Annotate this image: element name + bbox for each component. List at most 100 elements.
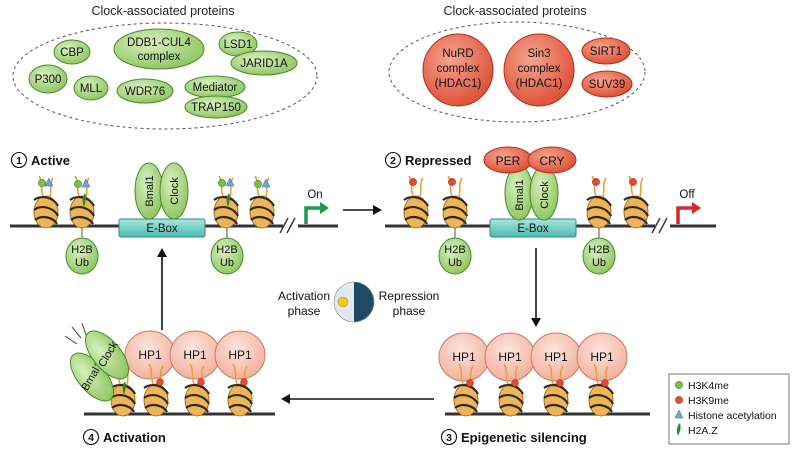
protein-nurd: NuRD complex (HDAC1) <box>422 33 494 107</box>
hp1-silencing-1: HP1 <box>438 332 490 382</box>
legend: H3K4me H3K9me Histone acetylation H2A.Z <box>668 373 790 445</box>
svg-text:Repression: Repression <box>379 289 440 303</box>
protein-ddb1-cul4: DDB1-CUL4 complex <box>113 28 205 70</box>
per-protein: PER <box>483 146 533 174</box>
svg-text:Bmal1: Bmal1 <box>514 179 526 210</box>
marks-active <box>38 177 271 207</box>
svg-text:TRAP150: TRAP150 <box>191 102 241 114</box>
hp1-activation-3: HP1 <box>214 330 266 380</box>
hp1-row-silencing: HP1 HP1 HP1 HP1 <box>438 332 628 382</box>
svg-text:Clock: Clock <box>169 177 181 205</box>
svg-text:HP1: HP1 <box>138 348 162 362</box>
protein-mll: MLL <box>73 75 109 101</box>
svg-text:HP1: HP1 <box>544 350 568 364</box>
h2b-ub-active-left: H2B Ub <box>65 228 99 275</box>
phase-indicator <box>333 281 375 323</box>
arrow-silencing-to-activation <box>281 394 434 404</box>
nucleosomes-activation <box>109 362 254 418</box>
svg-text:SUV39: SUV39 <box>589 79 625 91</box>
activation-phase-label: Activation phase <box>278 289 330 318</box>
svg-text:H2B: H2B <box>444 244 465 256</box>
svg-text:MLL: MLL <box>80 83 103 95</box>
svg-text:3: 3 <box>446 432 452 444</box>
svg-text:WDR76: WDR76 <box>125 86 165 98</box>
svg-text:4: 4 <box>88 432 94 444</box>
svg-text:H3K4me: H3K4me <box>688 380 729 392</box>
off-arrow: Off <box>676 189 701 224</box>
svg-text:On: On <box>307 189 322 201</box>
svg-text:complex: complex <box>518 63 561 75</box>
repression-phase-label: Repression phase <box>379 289 440 318</box>
svg-text:2: 2 <box>390 155 396 167</box>
svg-text:H2B: H2B <box>216 244 237 256</box>
svg-text:HP1: HP1 <box>498 350 522 364</box>
group-title-right: Clock-associated proteins <box>443 4 586 18</box>
svg-text:Ub: Ub <box>448 257 462 269</box>
state-repressed-heading: 2 Repressed <box>384 151 472 169</box>
svg-text:CBP: CBP <box>60 47 84 59</box>
svg-text:H2A.Z: H2A.Z <box>688 425 718 437</box>
marks-repressed <box>409 178 637 186</box>
protein-p300: P300 <box>28 64 68 94</box>
on-arrow: On <box>304 189 329 224</box>
cry-protein: CRY <box>527 146 577 174</box>
arrow-activation-to-active <box>157 248 167 330</box>
clock-repressed: Clock <box>529 165 559 221</box>
protein-sirt1: SIRT1 <box>581 37 631 65</box>
svg-text:NuRD: NuRD <box>442 48 473 60</box>
legend-histone-acetylation: Histone acetylation <box>674 409 777 422</box>
svg-text:HP1: HP1 <box>228 348 252 362</box>
svg-text:Activation: Activation <box>278 289 330 303</box>
state-active-heading: 1 Active <box>10 151 70 169</box>
nucleosomes-silencing <box>452 362 615 418</box>
svg-text:Ub: Ub <box>75 257 89 269</box>
protein-cbp: CBP <box>53 39 91 65</box>
svg-text:Ub: Ub <box>220 257 234 269</box>
svg-text:Clock: Clock <box>539 181 551 209</box>
legend-h3k4me: H3K4me <box>675 380 729 392</box>
svg-text:E-Box: E-Box <box>146 223 178 235</box>
svg-text:SIRT1: SIRT1 <box>590 46 622 58</box>
protein-wdr76: WDR76 <box>116 78 174 104</box>
protein-trap150: TRAP150 <box>184 95 248 119</box>
protein-sin3: Sin3 complex (HDAC1) <box>503 33 575 107</box>
svg-text:1: 1 <box>16 155 22 167</box>
h2b-ub-repressed-left: H2B Ub <box>438 228 472 275</box>
svg-text:HP1: HP1 <box>590 350 614 364</box>
hp1-activation-1: HP1 <box>124 330 176 380</box>
svg-text:complex: complex <box>437 63 480 75</box>
svg-text:phase: phase <box>393 304 426 318</box>
legend-h2az: H2A.Z <box>676 423 718 437</box>
svg-text:Sin3: Sin3 <box>527 48 550 60</box>
hp1-silencing-3: HP1 <box>530 332 582 382</box>
svg-text:Off: Off <box>679 189 695 201</box>
svg-text:H2B: H2B <box>71 244 92 256</box>
svg-text:Repressed: Repressed <box>405 153 472 168</box>
svg-text:Mediator: Mediator <box>193 82 238 94</box>
hp1-activation-2: HP1 <box>169 330 221 380</box>
svg-text:Ub: Ub <box>592 257 606 269</box>
svg-text:Histone acetylation: Histone acetylation <box>688 410 777 422</box>
svg-text:Active: Active <box>31 153 70 168</box>
h2b-ub-repressed-right: H2B Ub <box>582 228 616 275</box>
bmal1-activation: Bmal1 <box>69 352 115 402</box>
protein-suv39: SUV39 <box>581 70 633 98</box>
protein-lsd1: LSD1 <box>218 31 258 57</box>
svg-text:P300: P300 <box>35 74 62 86</box>
bmal1-active: Bmal1 <box>134 162 164 220</box>
svg-text:(HDAC1): (HDAC1) <box>516 78 563 90</box>
state-silencing-heading: 3 Epigenetic silencing <box>440 428 587 446</box>
group-outline-right <box>388 21 646 123</box>
svg-text:H3K9me: H3K9me <box>688 395 729 407</box>
svg-text:(HDAC1): (HDAC1) <box>435 78 482 90</box>
svg-text:E-Box: E-Box <box>517 223 549 235</box>
h2b-ub-active-right: H2B Ub <box>210 228 244 275</box>
state-activation-heading: 4 Activation <box>82 428 166 446</box>
hp1-silencing-2: HP1 <box>484 332 536 382</box>
svg-text:HP1: HP1 <box>183 348 207 362</box>
clock-active: Clock <box>159 162 189 220</box>
arrow-active-to-repressed <box>343 205 382 215</box>
svg-text:LSD1: LSD1 <box>224 39 253 51</box>
